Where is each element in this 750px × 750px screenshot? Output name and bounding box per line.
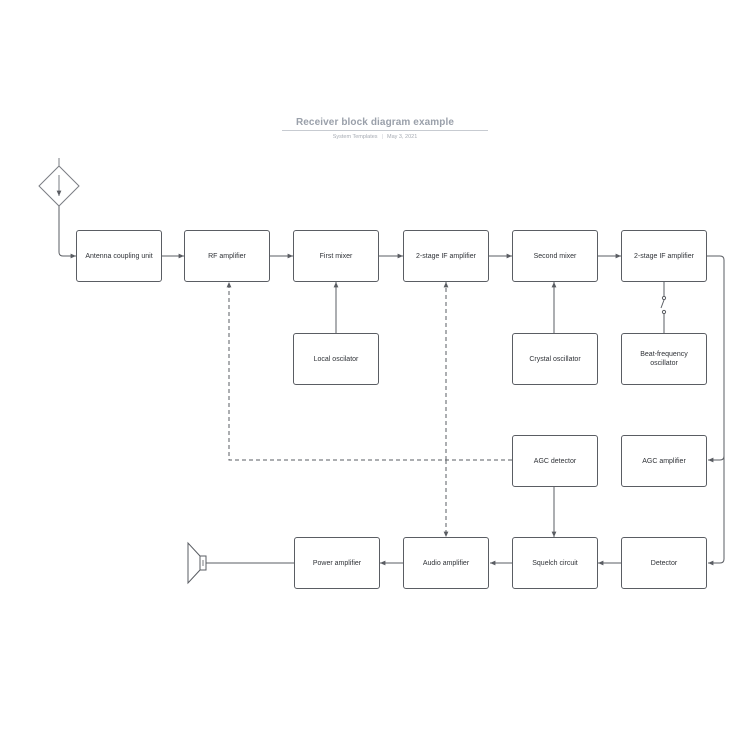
if-amplifier-1-block: 2-stage IF amplifier <box>403 230 489 282</box>
block-label: Local oscilator <box>313 355 359 363</box>
rf-amplifier-block: RF amplifier <box>184 230 270 282</box>
power-amplifier-block: Power amplifier <box>294 537 380 589</box>
diagram-title: Receiver block diagram example <box>295 117 455 128</box>
if-amplifier-2-block: 2-stage IF amplifier <box>621 230 707 282</box>
subtitle-date: May 3, 2021 <box>387 134 418 140</box>
antenna-to-coupling-wire <box>58 206 76 259</box>
block-label: 2-stage IF amplifier <box>416 252 476 260</box>
agc-detector-block: AGC detector <box>512 435 598 487</box>
first-mixer-block: First mixer <box>293 230 379 282</box>
block-label: Audio amplifier <box>422 559 470 567</box>
audio-amplifier-block: Audio amplifier <box>403 537 489 589</box>
crystal-oscillator-block: Crystal oscillator <box>512 333 598 385</box>
if2-to-agc-amplifier-wire <box>707 255 725 463</box>
block-label: RF amplifier <box>208 252 246 260</box>
local-oscillator-block: Local oscilator <box>293 333 379 385</box>
block-label: Antenna coupling unit <box>85 252 153 260</box>
block-label: 2-stage IF amplifier <box>634 252 694 260</box>
block-label: Squelch circuit <box>532 559 578 567</box>
beat-frequency-oscillator-block: Beat-frequency oscillator <box>621 333 707 385</box>
block-label: AGC detector <box>533 457 577 465</box>
squelch-circuit-block: Squelch circuit <box>512 537 598 589</box>
if2-to-detector-wire <box>708 456 725 566</box>
block-label: Power amplifier <box>312 559 362 567</box>
block-label: AGC amplifier <box>642 457 686 465</box>
title-rule <box>282 130 488 131</box>
switch-icon <box>660 282 667 333</box>
second-mixer-block: Second mixer <box>512 230 598 282</box>
detector-block: Detector <box>621 537 707 589</box>
subtitle-separator: | <box>381 134 383 140</box>
diagram-subtitle: System Templates| May 3, 2021 <box>0 134 750 140</box>
block-label: Detector <box>650 559 678 567</box>
agc-amplifier-block: AGC amplifier <box>621 435 707 487</box>
block-label: Second mixer <box>533 252 577 260</box>
block-label: Beat-frequency oscillator <box>640 351 688 367</box>
block-label: Crystal oscillator <box>529 355 581 363</box>
subtitle-source: System Templates <box>332 134 378 140</box>
block-label: First mixer <box>319 252 353 260</box>
antenna-diamond-icon <box>38 158 80 207</box>
agc-to-rf-dashed-wire <box>226 282 512 461</box>
antenna-coupling-unit-block: Antenna coupling unit <box>76 230 162 282</box>
speaker-icon <box>187 541 207 585</box>
